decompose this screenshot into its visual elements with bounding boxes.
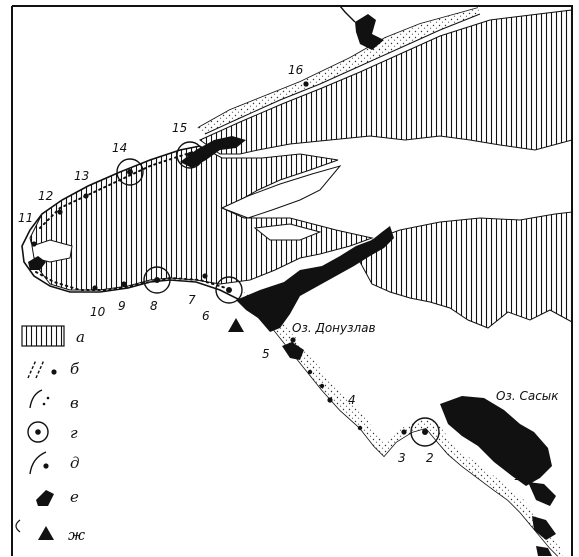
lake-donuzlav xyxy=(236,226,394,332)
deposit-west xyxy=(28,256,46,270)
circled-site-14[interactable] xyxy=(116,158,144,186)
deposit-south xyxy=(532,516,556,540)
lake-sasyk xyxy=(440,396,552,486)
circled-site-15[interactable] xyxy=(176,141,204,169)
legend-item-d: д xyxy=(29,451,80,475)
coast-dot-icon xyxy=(29,451,47,475)
dashed-line-dot-icon xyxy=(27,359,57,379)
north-coast-inner-line xyxy=(204,13,481,135)
site-label-5: 5 xyxy=(262,347,270,361)
svg-text:д: д xyxy=(70,454,80,472)
site-label-8: 8 xyxy=(150,299,158,313)
site-label-12: 12 xyxy=(38,189,53,203)
legend-item-g: г xyxy=(27,421,78,443)
upland-north xyxy=(198,9,573,155)
svg-text:е: е xyxy=(70,488,79,506)
svg-text:б: б xyxy=(70,360,80,378)
legend-item-zh: ж xyxy=(38,526,85,544)
west-bay-1 xyxy=(31,239,73,263)
site-label-14: 14 xyxy=(112,141,127,155)
circled-dot-icon xyxy=(27,421,49,443)
svg-text:г: г xyxy=(70,424,78,442)
legend-item-v: в xyxy=(29,389,79,412)
site-label-1: 1 xyxy=(514,469,522,483)
west-bay-2 xyxy=(220,165,342,219)
legend-item-e: е xyxy=(36,488,79,506)
upland-east xyxy=(359,211,573,329)
site-label-9: 9 xyxy=(118,299,126,313)
circled-site-2[interactable] xyxy=(410,417,440,447)
site-label-3: 3 xyxy=(398,451,406,465)
circled-site-6[interactable] xyxy=(215,276,243,304)
svg-text:а: а xyxy=(76,328,85,346)
site-label-11: 11 xyxy=(18,211,33,225)
deposit-5 xyxy=(282,342,304,360)
svg-text:в: в xyxy=(70,394,79,412)
triangle-marker xyxy=(228,318,244,332)
site-label-10: 10 xyxy=(90,305,106,319)
black-blob-icon xyxy=(36,490,54,506)
vertical-hatch-swatch-icon xyxy=(21,325,65,347)
legend: а б в г д xyxy=(15,325,85,544)
bracket-mark xyxy=(15,519,21,533)
north-beach-stipple xyxy=(198,8,480,134)
site-label-4: 4 xyxy=(348,393,356,407)
site-label-15: 15 xyxy=(172,121,187,135)
dotted-coast-icon xyxy=(29,389,43,409)
black-triangle-icon xyxy=(38,526,54,540)
lake-label-sasyk: Оз. Сасык xyxy=(496,389,559,403)
deposit-far-south xyxy=(536,546,552,556)
nw-spit xyxy=(355,14,384,50)
site-label-7: 7 xyxy=(188,293,196,307)
lake-label-donuzlav: Оз. Донузлав xyxy=(292,321,376,335)
site-label-6: 6 xyxy=(202,309,210,323)
west-bay-3 xyxy=(253,223,322,241)
legend-item-a: а xyxy=(21,325,85,347)
circled-site-8[interactable] xyxy=(143,266,171,294)
site-label-16: 16 xyxy=(288,63,304,77)
site-dots xyxy=(31,81,521,473)
site-label-2: 2 xyxy=(426,451,434,465)
deposit-15 xyxy=(180,136,246,168)
map-frame xyxy=(11,5,573,556)
legend-item-b: б xyxy=(27,359,80,379)
west-coast-dots-south xyxy=(35,271,227,291)
svg-text:ж: ж xyxy=(68,526,85,544)
site-label-13: 13 xyxy=(74,169,89,183)
deposit-1 xyxy=(528,482,556,506)
